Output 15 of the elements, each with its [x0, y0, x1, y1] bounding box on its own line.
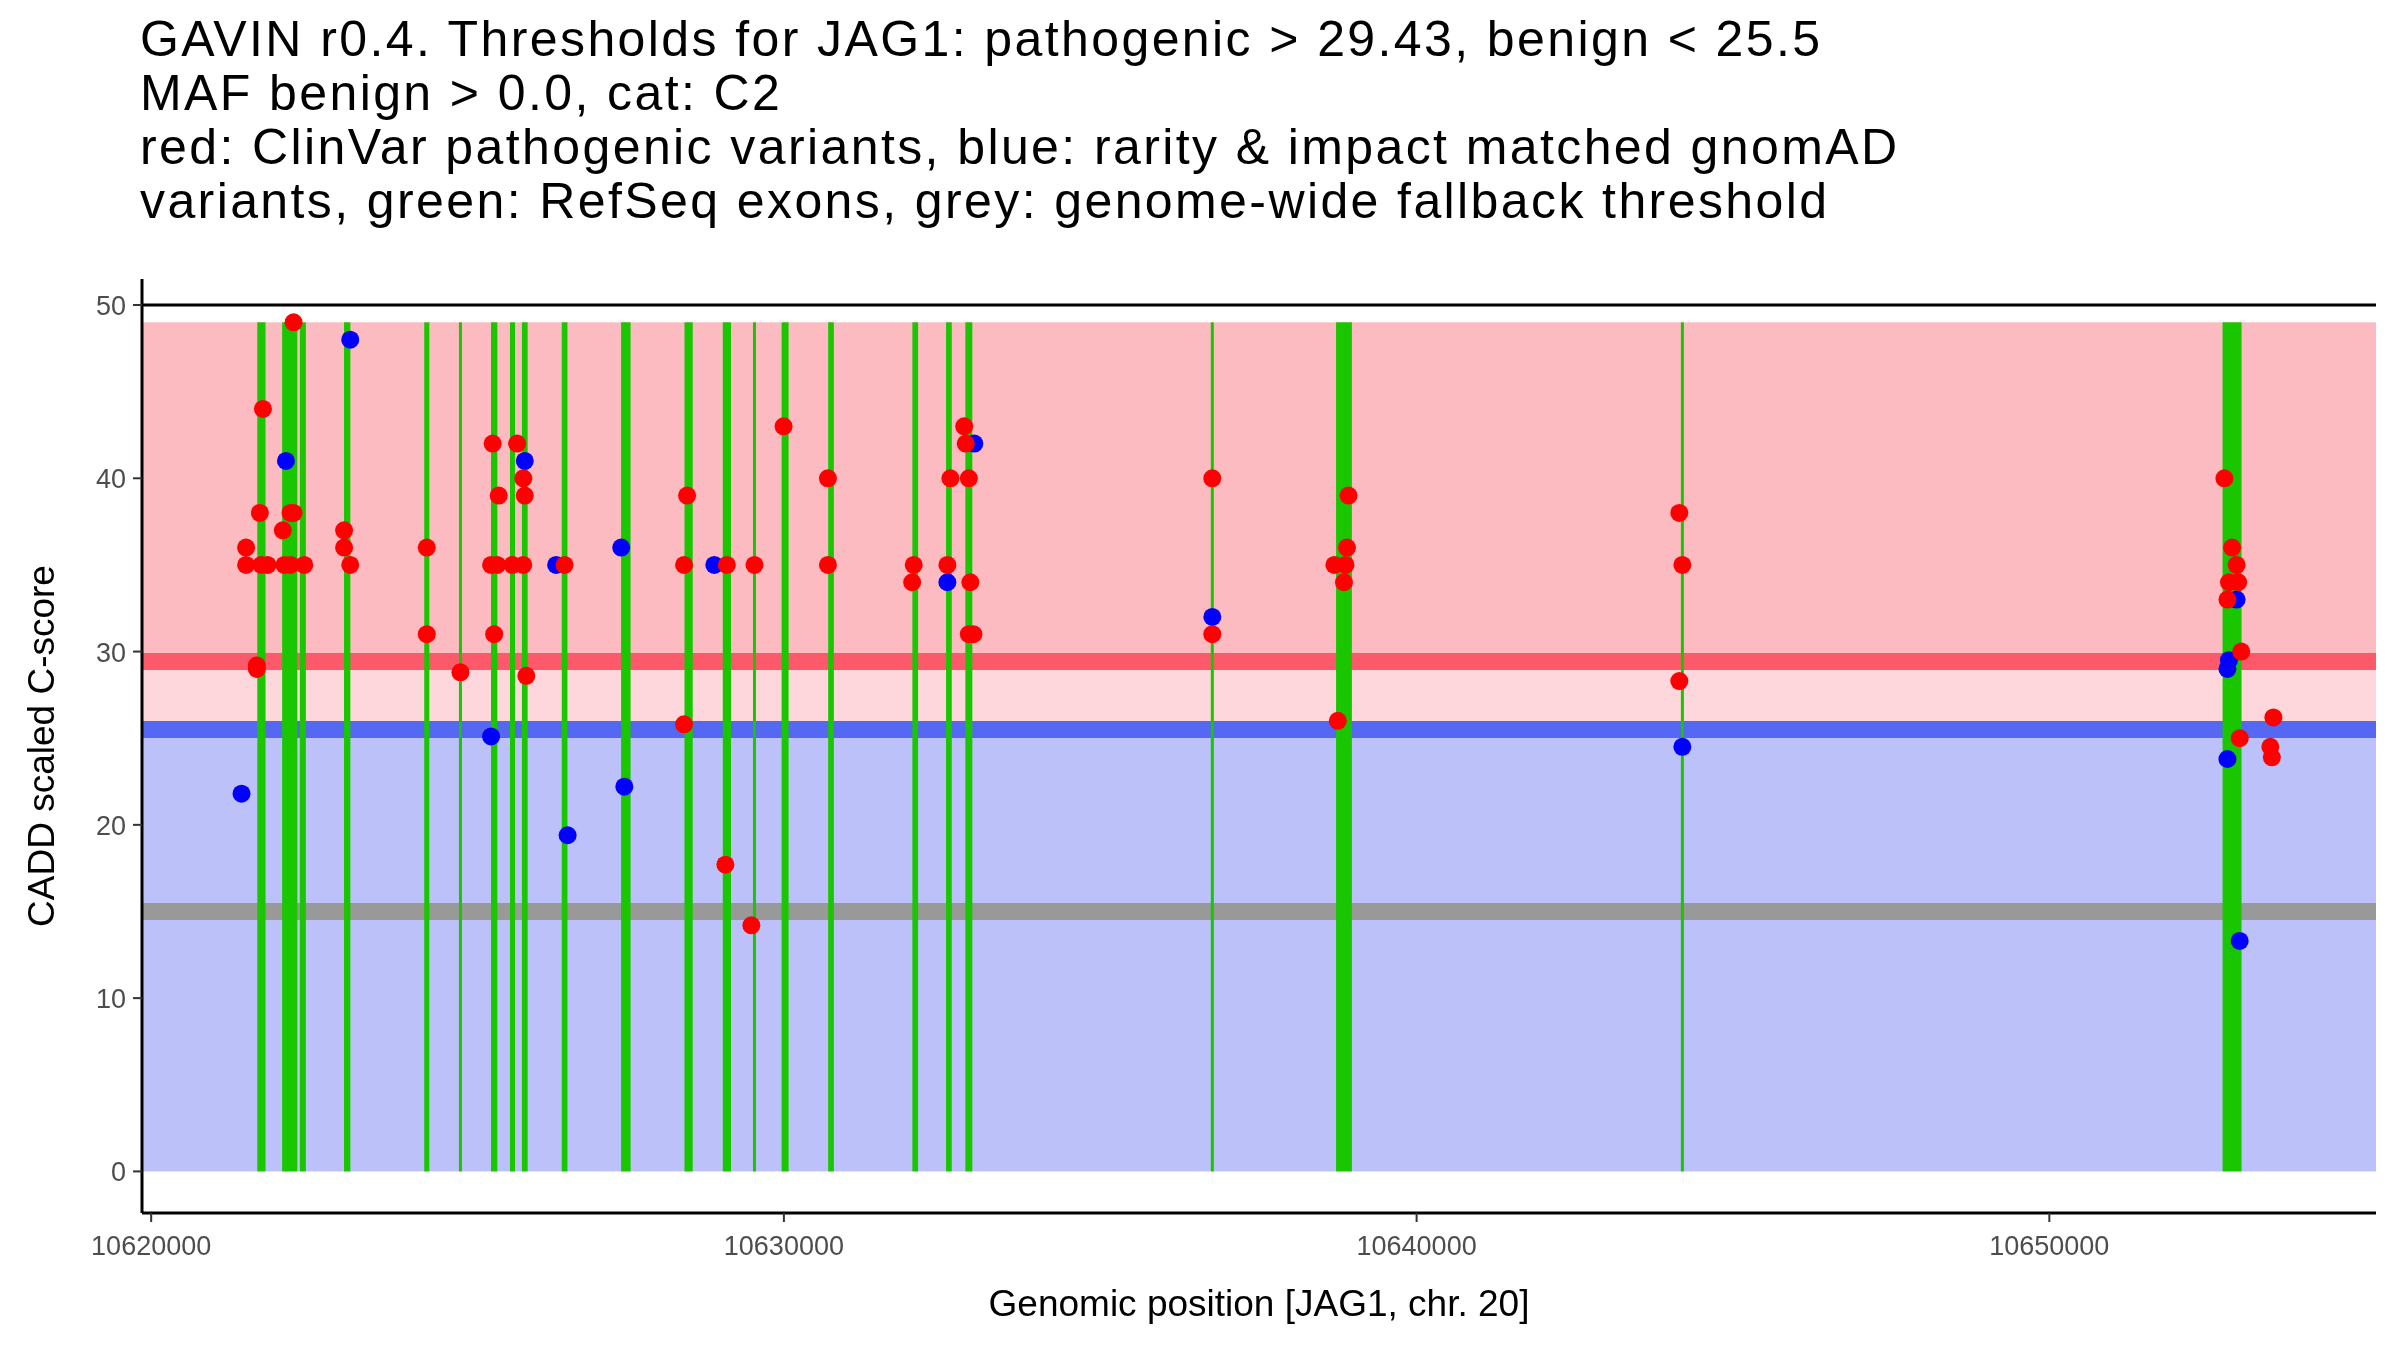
tick-label: 10640000: [1356, 1231, 1477, 1261]
tick-label: 10650000: [1989, 1231, 2110, 1261]
tick-label: 30: [95, 637, 126, 668]
tick-label: 10: [95, 984, 126, 1015]
subtitle: MAF benign > 0.0, cat: C2: [140, 66, 784, 120]
chart-title: GAVIN r0.4. Thresholds for JAG1: pathogenic > 29.43, benign < 25.5: [140, 12, 1824, 66]
subtitle: red: ClinVar pathogenic variants, blue: rarity & impact matched gnomAD variants, green: RefSeq exons, grey: genome-wide fallback threshold: [140, 120, 1901, 228]
tick-label: 10630000: [723, 1231, 844, 1261]
axis-title: CADD scaled C-score: [21, 565, 62, 927]
tick-label: 0: [110, 1157, 126, 1188]
tick-label: 50: [95, 291, 126, 321]
axis-title: Genomic position [JAG1, chr. 20]: [988, 1283, 1530, 1324]
tick-label: 20: [95, 810, 126, 841]
tick-label: 10620000: [91, 1231, 212, 1261]
tick-label: 40: [95, 464, 126, 495]
